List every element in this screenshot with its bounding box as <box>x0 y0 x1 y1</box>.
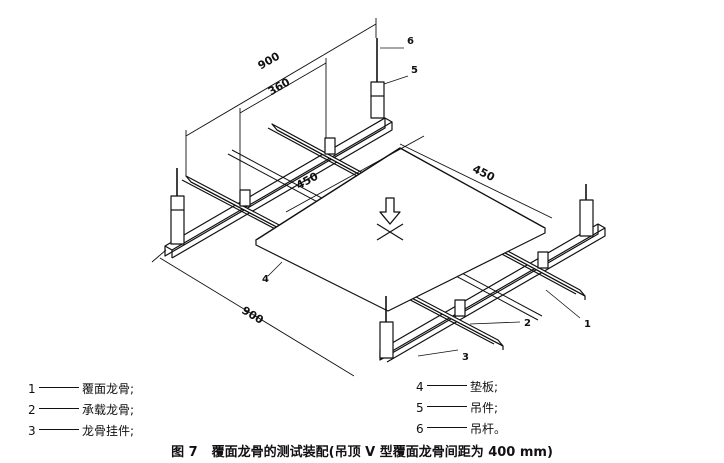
callout-4: 4 <box>262 274 269 285</box>
legend-number: 5 <box>416 401 424 415</box>
legend-label: 垫板; <box>470 380 499 394</box>
channel-clips <box>239 137 549 317</box>
test-plate <box>255 147 546 312</box>
figure-caption: 图 7 覆面龙骨的测试装配(吊顶 V 型覆面龙骨间距为 400 mm) <box>0 441 724 460</box>
callout-2: 2 <box>524 318 531 329</box>
hanger-front-right <box>579 184 594 237</box>
legend-item-2: 2 承载龙骨; <box>28 401 134 418</box>
legend-item-4: 4 垫板; <box>416 378 498 395</box>
callout-leaders <box>267 47 581 357</box>
figure-title: 覆面龙骨的测试装配(吊顶 V 型覆面龙骨间距为 400 mm) <box>211 445 553 460</box>
legend-item-1: 1 覆面龙骨; <box>28 380 134 397</box>
dim-right-panel: 450 <box>470 162 497 184</box>
legend-label: 吊件; <box>470 401 499 415</box>
legend-number: 3 <box>28 424 36 438</box>
dim-bottom-total: 900 <box>239 304 266 327</box>
callout-1: 1 <box>584 319 591 330</box>
legend-number: 6 <box>416 422 424 436</box>
legend-label: 龙骨挂件; <box>82 424 135 438</box>
legend-label: 覆面龙骨; <box>82 382 135 396</box>
legend-number: 2 <box>28 403 36 417</box>
legend-number: 1 <box>28 382 36 396</box>
legend-item-5: 5 吊件; <box>416 399 498 416</box>
load-arrow-icon <box>376 197 404 241</box>
figure-number: 图 7 <box>171 445 198 460</box>
legend-item-3: 3 龙骨挂件; <box>28 422 134 439</box>
legend-number: 4 <box>416 380 424 394</box>
hanger-back-left <box>170 168 185 245</box>
callout-6: 6 <box>407 36 414 47</box>
hanger-front-left <box>379 296 394 359</box>
callout-5: 5 <box>411 65 418 76</box>
dim-top-spacing: 360 <box>266 75 293 98</box>
callout-3: 3 <box>462 352 469 363</box>
dimension-lines <box>151 18 553 377</box>
legend-label: 吊杆。 <box>470 422 507 436</box>
dim-top-total: 900 <box>256 49 283 72</box>
legend-item-6: 6 吊杆。 <box>416 420 506 437</box>
legend-label: 承载龙骨; <box>82 403 135 417</box>
hanger-back-right <box>370 38 385 119</box>
